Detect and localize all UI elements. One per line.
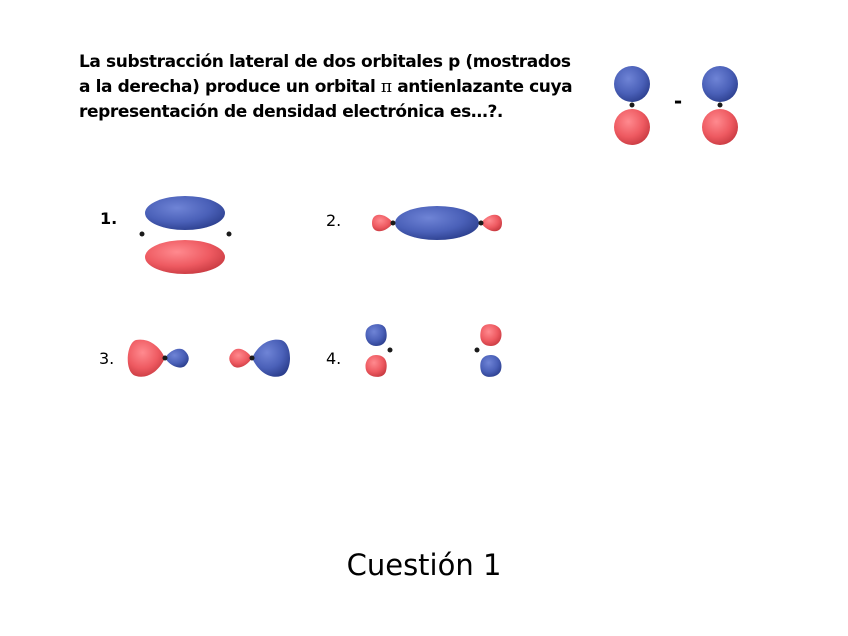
option-4-label: 4. — [326, 349, 341, 368]
red-lobe — [702, 109, 738, 145]
option-1-diagram — [140, 196, 232, 274]
blue-lobe — [395, 206, 479, 240]
node-dot — [250, 356, 255, 361]
option-3-diagram — [128, 340, 290, 377]
option-2-diagram — [372, 206, 502, 240]
red-lobe — [372, 215, 393, 232]
option-4-diagram — [365, 324, 501, 377]
red-lobe — [481, 215, 502, 232]
red-lobe — [145, 240, 225, 274]
blue-lobe — [614, 66, 650, 102]
blue-lobe — [165, 349, 189, 368]
node-dot — [227, 232, 232, 237]
node-dot — [630, 103, 635, 108]
node-dot — [718, 103, 723, 108]
red-lobe — [614, 109, 650, 145]
node-dot — [479, 221, 484, 226]
red-lobe — [480, 324, 501, 346]
red-lobe — [365, 355, 386, 377]
blue-lobe — [145, 196, 225, 230]
blue-lobe — [365, 324, 386, 346]
option-1-label: 1. — [100, 209, 117, 228]
red-lobe — [128, 340, 165, 377]
red-lobe — [229, 349, 252, 368]
node-dot — [391, 221, 396, 226]
node-dot — [388, 348, 393, 353]
node-dot — [163, 356, 168, 361]
blue-lobe — [480, 355, 501, 377]
p-orbital-right — [702, 66, 738, 145]
minus-operator: - — [674, 89, 682, 113]
blue-lobe — [252, 340, 290, 377]
node-dot — [140, 232, 145, 237]
footer-title: Cuestión 1 — [0, 548, 848, 582]
node-dot — [475, 348, 480, 353]
blue-lobe — [702, 66, 738, 102]
p-orbital-left — [614, 66, 650, 145]
option-3-label: 3. — [99, 349, 114, 368]
option-2-label: 2. — [326, 211, 341, 230]
